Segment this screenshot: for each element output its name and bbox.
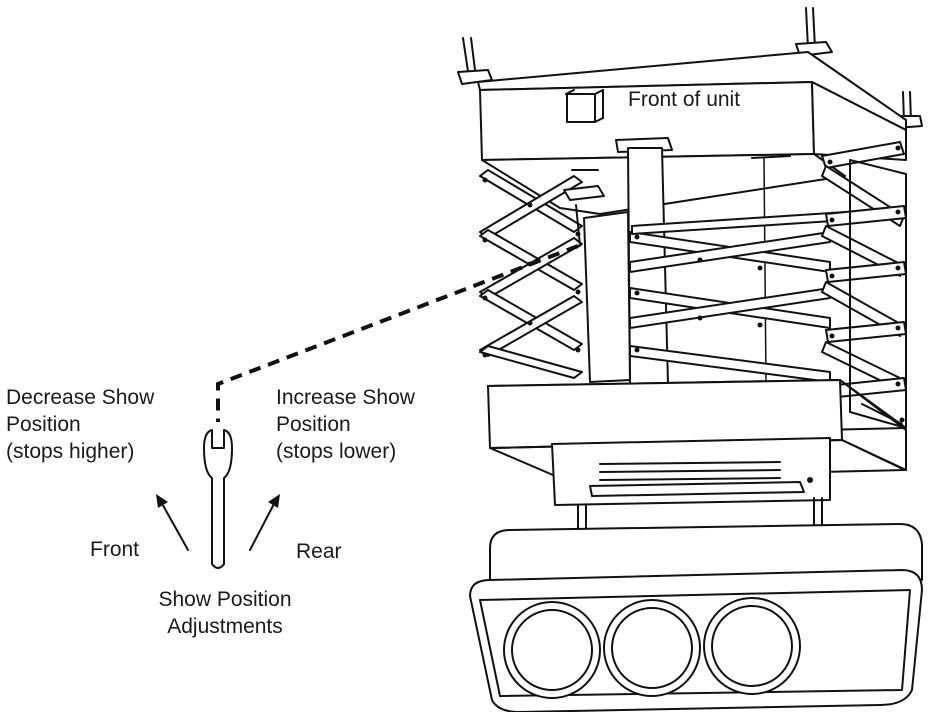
arrow-up-right-icon bbox=[249, 494, 280, 551]
projector bbox=[469, 523, 923, 712]
adjustments-label: Show Position Adjustments bbox=[158, 588, 292, 638]
rear-label: Rear bbox=[296, 540, 342, 563]
leader-line bbox=[216, 244, 579, 422]
projector-bracket bbox=[551, 437, 831, 531]
scissor-left bbox=[479, 169, 583, 379]
scissor-center bbox=[629, 211, 849, 383]
arrow-up-left-icon bbox=[156, 494, 189, 551]
front-label-block bbox=[566, 93, 596, 123]
wrench-icon bbox=[203, 429, 233, 569]
front-label: Front bbox=[90, 538, 140, 561]
scissor-right bbox=[821, 141, 907, 429]
front-of-unit-label: Front of unit bbox=[628, 88, 741, 111]
adjustment-slot bbox=[563, 185, 605, 247]
increase-label: Increase Show Position (stops lower) bbox=[276, 386, 415, 463]
decrease-label: Decrease Show Position (stops higher) bbox=[6, 386, 155, 463]
